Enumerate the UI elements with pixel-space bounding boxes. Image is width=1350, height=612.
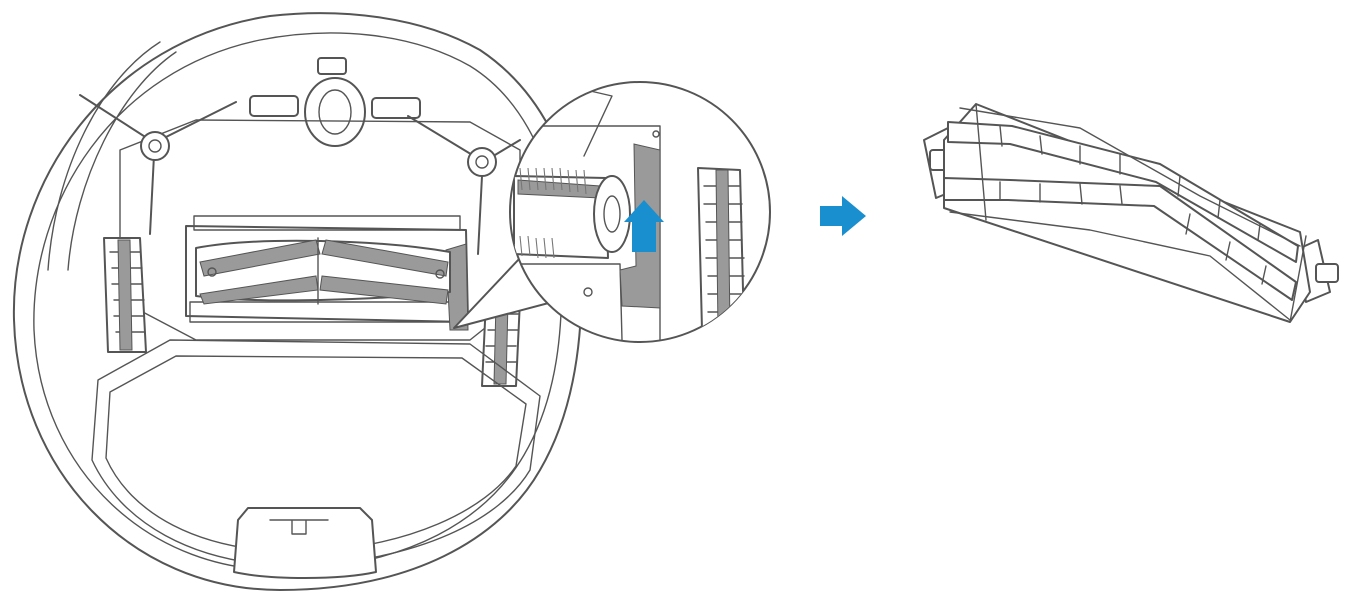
charge-contact <box>317 57 347 75</box>
main-roller-brush <box>923 103 1339 323</box>
roller-segments <box>999 125 1267 285</box>
side-brush-left <box>79 94 237 235</box>
next-step-arrow-icon <box>820 196 866 236</box>
left-bumper-inner <box>67 51 177 271</box>
lift-up-arrow-icon <box>624 200 664 252</box>
robot-vacuum-underside <box>12 12 583 591</box>
zoom-detail-view <box>453 81 771 343</box>
roller-blade-4 <box>949 211 1291 321</box>
drive-wheel-left <box>103 237 147 353</box>
cliff-sensor-left <box>249 95 299 117</box>
caster-wheel <box>304 77 366 147</box>
main-brush-in-robot <box>195 237 451 305</box>
roller-right-axle <box>1315 263 1339 283</box>
drive-wheel-right <box>481 299 521 387</box>
roller-blade-3 <box>959 107 1301 247</box>
bin-release-latch <box>269 519 329 535</box>
cliff-sensor-right <box>371 97 421 119</box>
roller-blade-2 <box>943 177 1297 301</box>
roller-left-edge <box>975 103 987 221</box>
side-brush-right <box>407 115 521 255</box>
robot-rim <box>33 32 563 571</box>
left-bumper-edge <box>47 41 161 271</box>
caster-wheel-hub <box>318 89 352 135</box>
roller-blade-1 <box>947 121 1299 263</box>
robot-outer-shell <box>12 12 583 591</box>
roller-right-edge <box>1289 235 1307 323</box>
bin-release-tab <box>233 507 377 579</box>
